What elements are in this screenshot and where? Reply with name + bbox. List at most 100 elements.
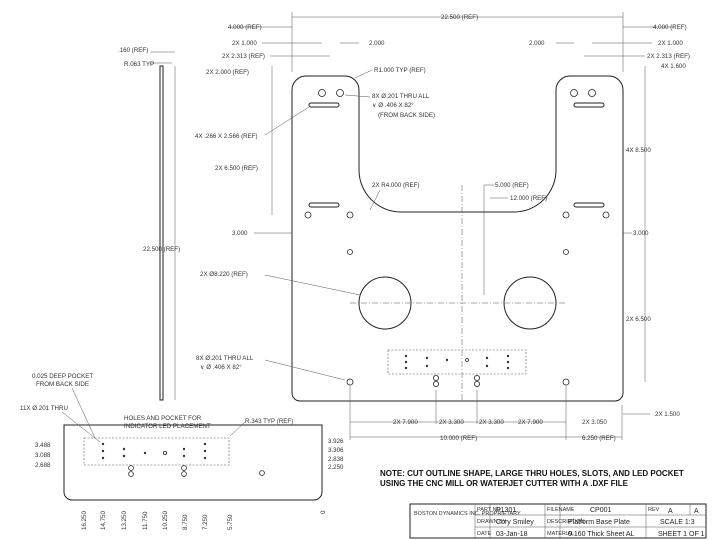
dim-right-2000: 2.000 — [529, 40, 545, 47]
detail-bottom-dim-2: 14.750 — [100, 511, 107, 530]
hole-led-2 — [432, 380, 439, 387]
slot-top-left — [308, 102, 340, 108]
detail-right-dim-3: 2.838 — [328, 456, 344, 463]
tb-part-code: CP001 — [590, 507, 612, 514]
detail-left-dim-1: 3.488 — [35, 442, 51, 449]
dim-bot-2x7900-left: 2X 7.900 — [393, 419, 418, 426]
hole-mr2 — [602, 211, 610, 219]
dim-overall-width: 22.500 (REF) — [441, 14, 478, 21]
detail-bottom-dim-9: 0 — [320, 510, 327, 514]
detail-bottom-dim-4: 11.750 — [142, 511, 149, 530]
plate-edge-view — [159, 65, 164, 401]
led-holes — [404, 354, 510, 370]
dim-right-4000: 4.000 (REF) — [653, 24, 687, 31]
detail-holes — [101, 442, 207, 460]
dim-12000: 12.000 (REF) — [510, 195, 547, 202]
note-8x-top-1: 8X Ø.201 THRU ALL — [372, 93, 430, 100]
dim-left-2000: 2.000 — [369, 40, 385, 47]
tb-desc-label: DESCRIPTION — [547, 519, 585, 525]
note-led-1: HOLES AND POCKET FOR — [124, 415, 202, 422]
dim-right-4x1600: 4X 1.600 — [661, 63, 686, 70]
dim-r063: R.063 TYP — [124, 61, 154, 68]
dim-left-4000: 4.000 (REF) — [228, 24, 262, 31]
side-profile-view: .160 (REF) R.063 TYP — [118, 47, 175, 401]
hole-tr2 — [588, 89, 596, 97]
detail-left-dim-3: 2.688 — [35, 462, 51, 469]
led-detail-view: 0.025 DEEP POCKET FROM BACK SIDE 11X Ø.2… — [20, 373, 344, 530]
cut-note-line1: NOTE: CUT OUTLINE SHAPE, LARGE THRU HOLE… — [380, 469, 684, 478]
tb-date: 03-Jan-18 — [496, 531, 528, 538]
plate-outline — [291, 75, 624, 402]
dim-r343: R.343 TYP (REF) — [245, 418, 293, 425]
dim-right-4x8500: 4X 8.500 — [626, 147, 651, 154]
dim-right-2x1000: 2X 1.000 — [658, 40, 683, 47]
note-8x-bot-1: 8X Ø.201 THRU ALL — [196, 355, 254, 362]
hole-mr1 — [562, 211, 570, 219]
dim-bot-2x3300-left: 2X 3.300 — [439, 419, 464, 426]
dim-right-2x2313: 2X 2.313 (REF) — [647, 53, 690, 60]
tb-rev-a1: A — [668, 508, 673, 515]
dim-slots: 4X .266 X 2.566 (REF) — [195, 133, 258, 140]
dim-r4000: 2X R4.000 (REF) — [372, 182, 419, 189]
note-led-2: INDICATOR LED PLACEMENT — [124, 423, 211, 430]
detail-bottom-dim-3: 13.250 — [121, 511, 128, 530]
detail-pocket — [83, 437, 230, 466]
note-8x-top-3: (FROM BACK SIDE) — [378, 112, 435, 119]
tb-drawn-by: Cory Smiley — [496, 519, 534, 526]
note-pocket-1: 0.025 DEEP POCKET — [32, 373, 93, 380]
hole-ml1 — [304, 211, 312, 219]
dim-bot-2x3050: 2X 3.050 — [582, 419, 607, 426]
tb-drawn-label: DRAWN BY — [477, 519, 507, 525]
hole-c2 — [563, 249, 569, 255]
tb-part-label: PART NO — [477, 507, 502, 513]
tb-mat-label: MATERIAL — [547, 531, 574, 537]
dim-left-3000: 3.000 — [232, 230, 248, 237]
tb-part-no: P1301 — [496, 507, 516, 514]
note-11x: 11X Ø.201 THRU — [20, 405, 68, 412]
hole-bl — [346, 378, 354, 386]
dim-left-2x1000: 2X 1.000 — [232, 40, 257, 47]
dim-bot-10000: 10.000 (REF) — [440, 435, 477, 442]
slot-top-right — [573, 102, 605, 108]
note-8x-bot-2: ∨ Ø .406 X 82° — [200, 364, 242, 371]
dim-bot-6250: 6.250 (REF) — [582, 435, 616, 442]
slot-bottom-left — [308, 202, 340, 208]
hole-br — [562, 378, 570, 386]
detail-bottom-dim-6: 8.750 — [182, 514, 189, 530]
hole-tl2 — [336, 89, 344, 97]
tb-scale: SCALE 1:3 — [660, 519, 695, 526]
tb-date-label: DATE — [477, 531, 492, 537]
hole-led-3 — [473, 374, 480, 381]
detail-right-dim-2: 3.306 — [328, 447, 344, 454]
detail-bottom-dim-5: 10.250 — [162, 511, 169, 530]
led-pocket — [387, 349, 527, 375]
hole-tr1 — [570, 89, 578, 97]
dim-left-2x2000: 2X 2.000 (REF) — [206, 69, 249, 76]
detail-right-dim-1: 3.926 — [328, 438, 344, 445]
holes-8x — [304, 89, 610, 386]
detail-bottom-dim-7: 7.250 — [202, 514, 209, 530]
dim-big-holes: 2X Ø8.220 (REF) — [200, 271, 248, 278]
note-8x-top-2: ∨ Ø .406 X 82° — [372, 102, 414, 109]
tb-title-label: FILENAME — [547, 507, 575, 513]
hole-led-4 — [473, 380, 480, 387]
dim-thickness: .160 (REF) — [118, 47, 148, 54]
detail-bottom-dim-8: 5.750 — [227, 514, 234, 530]
cut-note-line2: USING THE CNC MILL OR WATERJET CUTTER WI… — [380, 479, 629, 488]
detail-left-dim-2: 3.088 — [35, 452, 51, 459]
detail-right-dim-4: 2.250 — [328, 464, 344, 471]
dim-bot-2x7900-right: 2X 7.900 — [518, 419, 543, 426]
tb-company: BOSTON DYNAMICS INC. PROPRIETARY — [414, 511, 521, 517]
detail-bottom-dim-1: 16.250 — [81, 511, 88, 530]
tb-rev-label: REV — [648, 507, 660, 513]
dim-bot-2x3300-right: 2X 3.300 — [479, 419, 504, 426]
tb-rev-a2: A — [694, 508, 699, 515]
dim-right-2x6500: 2X 6.500 — [626, 316, 651, 323]
dim-5000: 5.000 (REF) — [495, 182, 529, 189]
hole-led-1 — [432, 374, 439, 381]
note-pocket-2: FROM BACK SIDE — [36, 381, 89, 388]
main-dimensions: 22.500 (REF) 4.000 (REF) 4.000 (REF) 2X … — [143, 12, 690, 442]
dim-right-2x1500: 2X 1.500 — [655, 411, 680, 418]
detail-outline — [63, 424, 323, 501]
